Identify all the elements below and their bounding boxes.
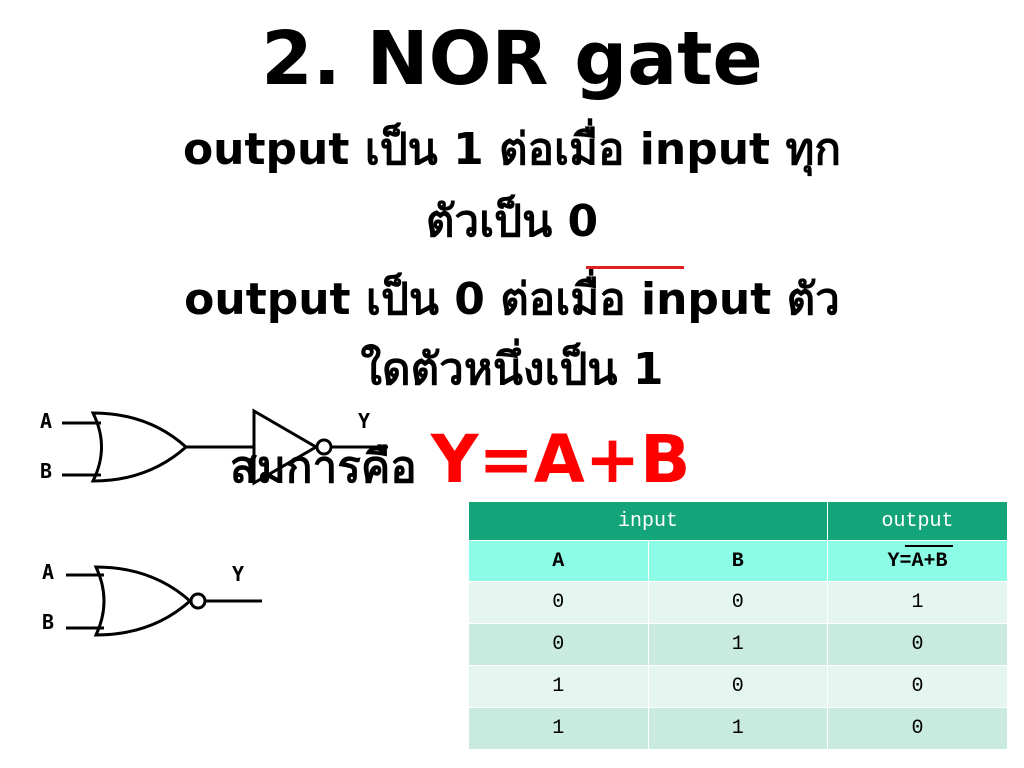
gate1-input-a-label: A bbox=[40, 409, 52, 433]
or-gate-shape bbox=[90, 411, 189, 483]
gate1-wires bbox=[62, 421, 388, 477]
cell-b: 0 bbox=[647, 581, 829, 624]
table-row: 1 1 0 bbox=[468, 707, 1008, 750]
gate1-output-label: Y bbox=[358, 409, 370, 433]
gate2-wires bbox=[66, 573, 262, 630]
column-header-a: A bbox=[468, 540, 649, 582]
cell-b: 1 bbox=[647, 707, 829, 750]
cell-y: 0 bbox=[827, 665, 1008, 708]
truth-table: input output A B Y=A+B 0 0 1 0 1 0 1 0 0… bbox=[467, 501, 1008, 750]
nor-bubble bbox=[189, 592, 207, 610]
gate2-output-label: Y bbox=[232, 562, 244, 586]
cell-y: 0 bbox=[827, 707, 1008, 750]
table-overbar bbox=[905, 545, 953, 547]
red-annotation-line bbox=[586, 266, 684, 269]
gate1-input-b-label: B bbox=[40, 459, 52, 483]
equation-label: สมการคือ bbox=[230, 442, 417, 493]
cell-a: 0 bbox=[468, 623, 649, 666]
inverter-bubble bbox=[315, 438, 333, 456]
table-row: 1 0 0 bbox=[468, 665, 1008, 708]
group-header-input: input bbox=[467, 501, 829, 541]
cell-a: 0 bbox=[468, 581, 649, 624]
cell-b: 0 bbox=[647, 665, 829, 708]
not-gate-shape bbox=[252, 408, 333, 486]
group-header-output: output bbox=[827, 501, 1008, 541]
equation-row: สมการคือ Y=A+B bbox=[230, 425, 690, 505]
table-row: 0 0 1 bbox=[468, 581, 1008, 624]
description-line-1: output เป็น 1 ต่อเมื่อ input ทุก bbox=[182, 124, 842, 175]
cell-a: 1 bbox=[468, 665, 649, 708]
column-header-b: B bbox=[647, 540, 829, 582]
description-line-3: output เป็น 0 ต่อเมื่อ input ตัว bbox=[184, 274, 840, 325]
cell-y: 1 bbox=[827, 581, 1008, 624]
nor-gate-shape bbox=[93, 565, 193, 637]
truth-table-group-header: input output bbox=[467, 501, 1008, 541]
gate2-input-b-label: B bbox=[42, 610, 54, 634]
cell-a: 1 bbox=[468, 707, 649, 750]
cell-b: 1 bbox=[647, 623, 829, 666]
cell-y: 0 bbox=[827, 623, 1008, 666]
table-row: 0 1 0 bbox=[468, 623, 1008, 666]
description-line-2: ตัวเป็น 0 bbox=[425, 196, 599, 247]
equation-formula: Y=A+B bbox=[430, 421, 691, 498]
description-line-4: ใดตัวหนึ่งเป็น 1 bbox=[360, 344, 664, 395]
gate2-input-a-label: A bbox=[42, 560, 54, 584]
slide-title: 2. NOR gate bbox=[261, 16, 763, 102]
